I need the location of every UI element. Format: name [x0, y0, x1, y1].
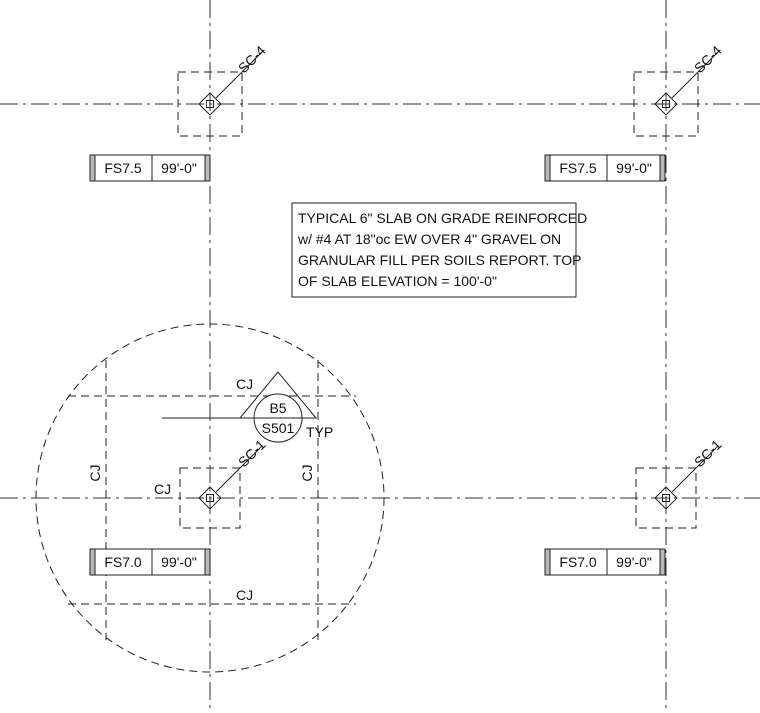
footing-outline [177, 71, 243, 137]
column-footing-tr[interactable]: SC-4 [633, 42, 725, 137]
footing-elevation: 99'-0" [161, 554, 197, 570]
general-note-line-4: OF SLAB ELEVATION = 100'-0" [298, 273, 497, 289]
section-sheet-number: S501 [262, 420, 295, 436]
joint-labels: CJ CJ CJ CJ CJ [87, 376, 315, 603]
column-label: SC-1 [235, 436, 269, 470]
footing-mark: FS7.0 [559, 554, 597, 570]
control-joints [68, 360, 356, 640]
column-leader [215, 51, 263, 99]
tag-end-cap-left [89, 548, 96, 576]
footing-tag-tr[interactable]: FS7.5 99'-0" [544, 154, 666, 182]
column-square [662, 100, 670, 108]
column-label: SC-4 [691, 42, 725, 76]
column-label: SC-4 [235, 42, 269, 76]
tag-end-cap-right [659, 154, 666, 182]
tag-end-cap-left [89, 154, 96, 182]
footing-mark: FS7.0 [104, 554, 142, 570]
tag-end-cap-right [204, 548, 211, 576]
tag-frame [89, 154, 211, 182]
column-diamond [198, 486, 222, 510]
column-leader [215, 445, 263, 493]
column-square [206, 494, 214, 502]
footing-outline [635, 467, 697, 529]
general-note-line-2: w/ #4 AT 18"oc EW OVER 4" GRAVEL ON [297, 231, 561, 247]
column-leader [671, 445, 719, 493]
general-note-line-3: GRANULAR FILL PER SOILS REPORT. TOP [298, 252, 581, 268]
general-note-line-1: TYPICAL 6" SLAB ON GRADE REINFORCED [298, 210, 587, 226]
tag-frame [544, 154, 666, 182]
section-typ-label: TYP [306, 424, 333, 440]
footing-mark: FS7.5 [559, 160, 597, 176]
footing-elevation: 99'-0" [616, 554, 652, 570]
tag-end-cap-right [204, 154, 211, 182]
section-detail-number: B5 [269, 400, 286, 416]
column-diamond [654, 92, 678, 116]
cj-label-left: CJ [87, 464, 103, 481]
cj-label-bottom: CJ [236, 587, 253, 603]
section-callout[interactable]: B5 S501 TYP [162, 371, 333, 443]
column-footing-br[interactable]: SC-1 [635, 436, 725, 529]
tag-frame [89, 548, 211, 576]
footing-mark: FS7.5 [104, 160, 142, 176]
footing-outline [633, 71, 699, 137]
enlarged-area-circle [35, 323, 385, 673]
general-note-box [291, 202, 577, 298]
footing-outline [179, 467, 241, 529]
column-square [206, 100, 214, 108]
tag-end-cap-left [544, 154, 551, 182]
column-footing-tl[interactable]: SC-4 [177, 42, 269, 137]
cj-label-right: CJ [299, 464, 315, 481]
footing-elevation: 99'-0" [616, 160, 652, 176]
footing-elevation: 99'-0" [161, 160, 197, 176]
footing-tag-br[interactable]: FS7.0 99'-0" [544, 548, 666, 576]
column-square [662, 494, 670, 502]
column-diamond [198, 92, 222, 116]
column-diamond [654, 486, 678, 510]
cj-label-near-column: CJ [154, 481, 171, 497]
cj-label-top: CJ [236, 376, 253, 392]
footing-tag-tl[interactable]: FS7.5 99'-0" [89, 154, 211, 182]
column-footing-bl[interactable]: SC-1 [179, 436, 269, 529]
general-note: TYPICAL 6" SLAB ON GRADE REINFORCED w/ #… [291, 202, 587, 298]
tag-end-cap-right [659, 548, 666, 576]
footing-tag-bl[interactable]: FS7.0 99'-0" [89, 548, 211, 576]
tag-end-cap-left [544, 548, 551, 576]
column-leader [671, 51, 719, 99]
column-label: SC-1 [691, 436, 725, 470]
